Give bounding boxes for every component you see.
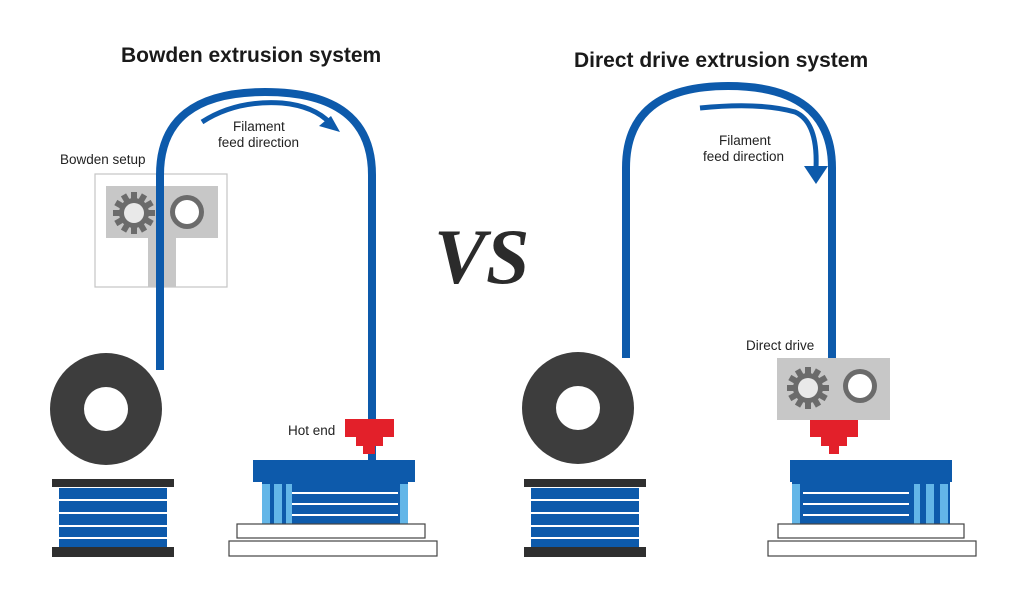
bowden-feed-arrow-icon	[200, 100, 340, 132]
left-hot-end-icon	[345, 419, 394, 454]
left-print-bed	[228, 460, 438, 557]
bowden-title: Bowden extrusion system	[121, 44, 381, 67]
left-spool-stand	[52, 479, 174, 557]
bowden-feed-label-line1: Filament	[233, 119, 285, 134]
direct-feed-arrow-icon	[699, 103, 828, 184]
bowden-setup-label: Bowden setup	[60, 152, 146, 167]
direct-filament-tube	[622, 81, 836, 365]
direct-drive-title: Direct drive extrusion system	[574, 49, 868, 72]
direct-feed-label-line2: feed direction	[703, 149, 784, 164]
right-hot-end-icon	[810, 420, 858, 454]
right-spool	[522, 352, 634, 464]
bowden-filament-tube	[156, 87, 376, 460]
right-spool-stand	[524, 479, 646, 557]
bowden-idler-wheel-icon	[170, 195, 204, 229]
bowden-feed-label-line2: feed direction	[218, 135, 299, 150]
left-spool	[50, 353, 162, 465]
direct-drive-label: Direct drive	[746, 338, 814, 353]
hot-end-label: Hot end	[288, 423, 335, 438]
right-print-bed	[767, 460, 977, 557]
direct-feed-label-line1: Filament	[719, 133, 771, 148]
vs-label: VS	[434, 213, 529, 300]
direct-idler-wheel-icon	[843, 369, 877, 403]
